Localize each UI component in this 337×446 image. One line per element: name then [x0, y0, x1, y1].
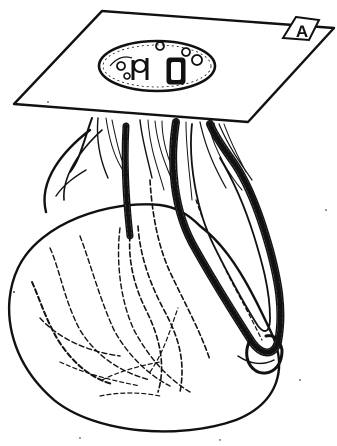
cord-fibers	[70, 118, 252, 200]
panel-label: A	[296, 22, 308, 41]
left-vessel-loop	[45, 130, 102, 212]
cord-cross-section	[99, 41, 215, 91]
